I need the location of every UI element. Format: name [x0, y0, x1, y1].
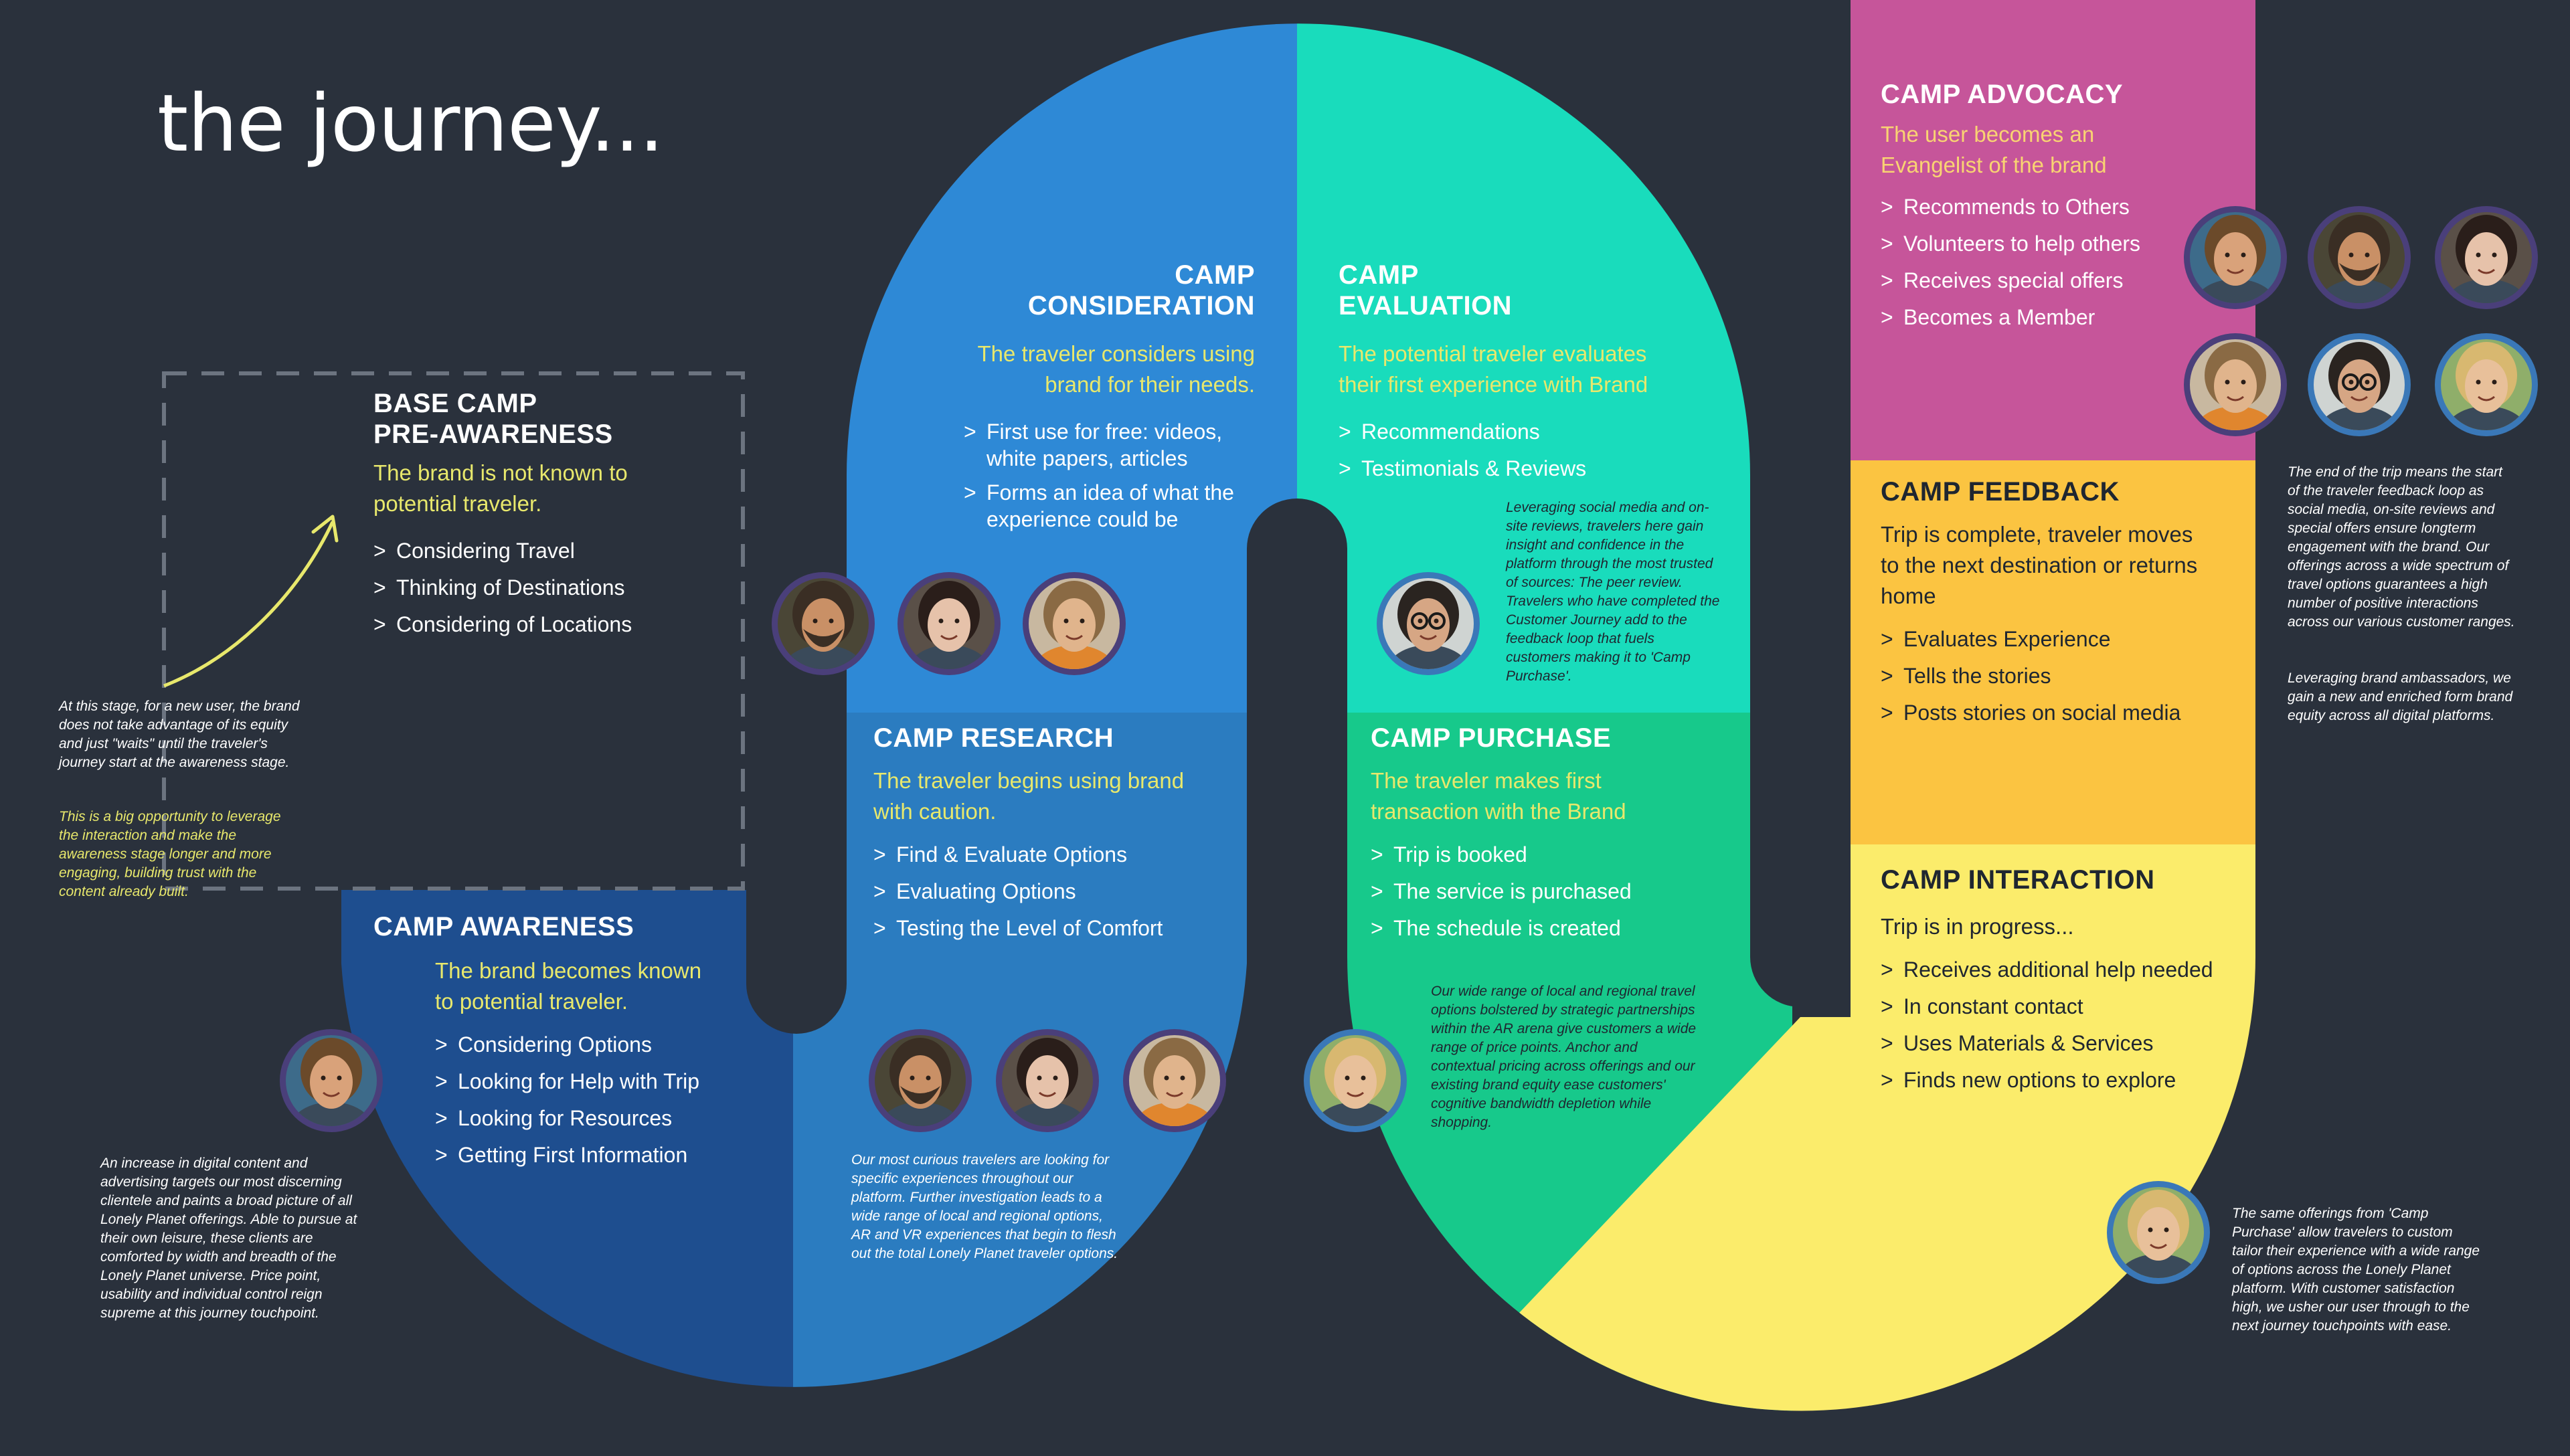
- purchase-block: CAMP PURCHASE The traveler makes first t…: [1371, 723, 1719, 947]
- awareness-subtitle: The brand becomes known to potential tra…: [435, 958, 702, 1014]
- list-item: Looking for Help with Trip: [435, 1063, 716, 1100]
- interaction-block: CAMP INTERACTION Trip is in progress... …: [1881, 864, 2255, 1099]
- blonde-woman-avatar-icon: [1304, 1029, 1407, 1132]
- awareness-title: CAMP AWARENESS: [373, 912, 634, 941]
- base-camp-title: BASE CAMP PRE-AWARENESS: [373, 389, 613, 449]
- evaluation-title: CAMP EVALUATION: [1339, 260, 1513, 321]
- interaction-subtitle: Trip is in progress...: [1881, 914, 2074, 939]
- consideration-subtitle: The traveler considers using brand for t…: [977, 341, 1255, 397]
- dark-haired-woman-avatar-icon: [2435, 206, 2538, 309]
- blonde-woman-avatar-icon: [2435, 333, 2538, 436]
- advocacy-note: The end of the trip means the start of t…: [2288, 464, 2515, 630]
- purchase-list: Trip is booked The service is purchased …: [1371, 836, 1719, 947]
- list-item: Posts stories on social media: [1881, 695, 2229, 731]
- list-item: Receives special offers: [1881, 262, 2202, 299]
- consideration-list: First use for free: videos, white papers…: [964, 414, 1258, 533]
- evaluation-block: Recommendations Testimonials & Reviews: [1339, 414, 1646, 487]
- base-camp-arrow-head: [311, 515, 339, 543]
- man-with-glasses-avatar-icon: [2308, 333, 2411, 436]
- list-item: Receives additional help needed: [1881, 951, 2255, 988]
- interaction-note: The same offerings from 'Camp Purchase' …: [2232, 1206, 2480, 1334]
- base-camp-dashed-box: [162, 371, 745, 891]
- research-list: Find & Evaluate Options Evaluating Optio…: [873, 836, 1221, 947]
- list-item: Looking for Resources: [435, 1100, 716, 1137]
- advocacy-note-2: Leveraging brand ambassadors, we gain a …: [2288, 670, 2513, 723]
- woman-orange-sweater-avatar-icon: [1023, 572, 1126, 675]
- base-camp-block: BASE CAMP PRE-AWARENESS The brand is not…: [373, 388, 688, 643]
- list-item: Forms an idea of what the experience cou…: [964, 474, 1258, 533]
- list-item: Trip is booked: [1371, 836, 1719, 873]
- list-item: Testing the Level of Comfort: [873, 910, 1221, 947]
- page-title: the journey...: [157, 77, 664, 169]
- purchase-title: CAMP PURCHASE: [1371, 723, 1612, 753]
- research-note: Our most curious travelers are looking f…: [851, 1152, 1118, 1261]
- woman-smiling-avatar-icon: [280, 1029, 383, 1132]
- feedback-list: Evaluates Experience Tells the stories P…: [1881, 621, 2229, 731]
- list-item: Getting First Information: [435, 1137, 716, 1174]
- interaction-list: Receives additional help needed In const…: [1881, 951, 2255, 1099]
- man-with-glasses-avatar-icon: [1377, 572, 1480, 675]
- purchase-note: Our wide range of local and regional tra…: [1431, 984, 1697, 1130]
- research-block: CAMP RESEARCH The traveler begins using …: [873, 723, 1221, 947]
- list-item: The schedule is created: [1371, 910, 1719, 947]
- list-item: Considering of Locations: [373, 606, 688, 643]
- list-item: Uses Materials & Services: [1881, 1025, 2255, 1062]
- advocacy-block: CAMP ADVOCACY The user becomes an Evange…: [1881, 79, 2202, 336]
- research-subtitle: The traveler begins using brand with cau…: [873, 768, 1185, 824]
- list-item: Volunteers to help others: [1881, 225, 2202, 262]
- interaction-title: CAMP INTERACTION: [1881, 865, 2155, 895]
- base-camp-arrow: [163, 521, 335, 688]
- advocacy-list: Recommends to Others Volunteers to help …: [1881, 189, 2202, 336]
- bearded-man-avatar-icon: [2308, 206, 2411, 309]
- feedback-block: CAMP FEEDBACK Trip is complete, traveler…: [1881, 476, 2229, 731]
- list-item: The service is purchased: [1371, 873, 1719, 910]
- evaluation-note: Leveraging social media and on-site revi…: [1506, 500, 1720, 684]
- list-item: Considering Travel: [373, 533, 688, 569]
- list-item: Tells the stories: [1881, 658, 2229, 695]
- awareness-note: An increase in digital content and adver…: [100, 1156, 357, 1321]
- base-camp-note-highlight: This is a big opportunity to leverage th…: [59, 809, 281, 899]
- list-item: Becomes a Member: [1881, 299, 2202, 336]
- list-item: Considering Options: [435, 1026, 716, 1063]
- bearded-man-avatar-icon: [869, 1029, 972, 1132]
- dark-haired-woman-avatar-icon: [996, 1029, 1099, 1132]
- feedback-title: CAMP FEEDBACK: [1881, 477, 2120, 507]
- base-camp-note: At this stage, for a new user, the brand…: [59, 699, 300, 770]
- list-item: In constant contact: [1881, 988, 2255, 1025]
- list-item: Find & Evaluate Options: [873, 836, 1221, 873]
- awareness-list: Considering Options Looking for Help wit…: [435, 1026, 716, 1174]
- list-item: Recommends to Others: [1881, 189, 2202, 225]
- woman-smiling-avatar-icon: [2184, 206, 2287, 309]
- list-item: First use for free: videos, white papers…: [964, 414, 1258, 472]
- avatars-layer: [280, 206, 2538, 1284]
- list-item: Thinking of Destinations: [373, 569, 688, 606]
- evaluation-list: Recommendations Testimonials & Reviews: [1339, 414, 1646, 487]
- list-item: Evaluating Options: [873, 873, 1221, 910]
- list-item: Evaluates Experience: [1881, 621, 2229, 658]
- list-item: Testimonials & Reviews: [1339, 450, 1646, 487]
- feedback-subtitle: Trip is complete, traveler moves to the …: [1881, 522, 2198, 608]
- consideration-block: First use for free: videos, white papers…: [964, 414, 1258, 533]
- evaluation-subtitle: The potential traveler evaluates their f…: [1339, 341, 1648, 397]
- advocacy-subtitle: The user becomes an Evangelist of the br…: [1881, 122, 2107, 177]
- base-camp-list: Considering Travel Thinking of Destinati…: [373, 533, 688, 643]
- dark-haired-woman-avatar-icon: [897, 572, 1001, 675]
- base-camp-subtitle: The brand is not known to potential trav…: [373, 460, 628, 516]
- list-item: Recommendations: [1339, 414, 1646, 450]
- blonde-woman-avatar-icon: [2107, 1181, 2210, 1284]
- advocacy-title: CAMP ADVOCACY: [1881, 80, 2124, 109]
- purchase-subtitle: The traveler makes first transaction wit…: [1371, 768, 1626, 824]
- woman-orange-sweater-avatar-icon: [2184, 333, 2287, 436]
- research-title: CAMP RESEARCH: [873, 723, 1114, 753]
- list-item: Finds new options to explore: [1881, 1062, 2255, 1099]
- woman-orange-sweater-avatar-icon: [1123, 1029, 1226, 1132]
- awareness-block: The brand becomes known to potential tra…: [435, 955, 716, 1174]
- consideration-title: CAMP CONSIDERATION: [1027, 260, 1255, 321]
- bearded-man-avatar-icon: [772, 572, 875, 675]
